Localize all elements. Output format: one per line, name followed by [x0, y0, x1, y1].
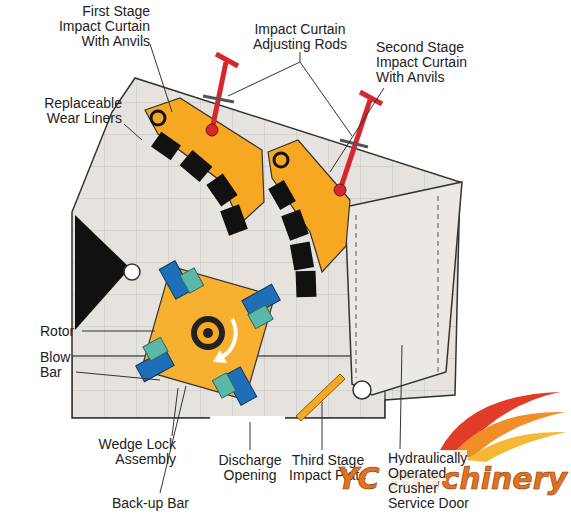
- anvil: [206, 174, 237, 207]
- leader-lines: [76, 44, 402, 493]
- leader-line: [172, 388, 178, 436]
- label-text: First Stage Impact Curtain With Anvils: [59, 3, 150, 49]
- rotor: [128, 253, 287, 412]
- leader-line: [150, 44, 172, 112]
- rod: [340, 100, 370, 190]
- label-text: Blow Bar: [40, 349, 70, 380]
- part-label: First Stage Impact Curtain With Anvils: [50, 4, 150, 49]
- watermark-text: YC machinery: [337, 461, 567, 496]
- part-label: Impact Curtain Adjusting Rods: [240, 22, 360, 52]
- leader-line: [228, 52, 300, 96]
- rod-bracket: [340, 140, 368, 147]
- rotor-shaft: [203, 328, 213, 338]
- logo-swoosh: [466, 432, 566, 462]
- leader-line: [300, 62, 352, 136]
- wedge: [248, 305, 273, 329]
- blow-bar-set: [128, 253, 287, 412]
- label-text: Second Stage Impact Curtain With Anvils: [376, 39, 467, 85]
- anvil: [180, 150, 213, 182]
- rotor-hub: [197, 322, 219, 344]
- service-door: [345, 182, 462, 399]
- discharge-gap: [210, 416, 285, 420]
- wedge: [180, 268, 204, 293]
- part-label: Discharge Opening: [206, 453, 294, 483]
- part-label: Rotor: [40, 324, 100, 339]
- rotation-arrowhead: [213, 350, 227, 363]
- anvil: [268, 180, 296, 210]
- anvil: [220, 204, 248, 235]
- rotor-hub: [191, 316, 225, 350]
- rod-handle: [360, 92, 382, 104]
- leader-line: [250, 422, 251, 450]
- label-text: Rotor: [40, 323, 74, 339]
- rotor-body: [141, 266, 275, 400]
- anvil: [296, 271, 317, 298]
- door-hidden-edge: [356, 196, 438, 378]
- rod-joint: [334, 184, 346, 196]
- part-label: Second Stage Impact Curtain With Anvils: [376, 40, 486, 85]
- part-label: Replaceable Wear Liners: [30, 96, 122, 126]
- rod-handle: [216, 54, 238, 66]
- part-label: Blow Bar: [40, 350, 80, 380]
- curtain-pivot: [151, 111, 165, 125]
- part-label: Wedge Lock Assembly: [84, 437, 176, 467]
- label-text: Discharge Opening: [218, 452, 281, 483]
- second-stage-curtain: [268, 140, 350, 297]
- rod: [212, 62, 226, 130]
- door-panel: [345, 182, 462, 395]
- anvil: [281, 209, 309, 240]
- wear-liner: [75, 215, 130, 330]
- leader-line: [330, 88, 384, 172]
- rod-joint: [206, 124, 218, 136]
- label-text: Hydraulically Operated Crusher Service D…: [388, 450, 469, 511]
- wedge: [212, 373, 236, 398]
- anvil: [151, 132, 181, 161]
- label-text: Back-up Bar: [112, 495, 189, 511]
- wedge: [143, 337, 168, 361]
- label-text: Replaceable Wear Liners: [44, 95, 122, 126]
- leader-line: [76, 372, 160, 380]
- leader-line: [82, 331, 155, 332]
- leader-line: [322, 402, 323, 450]
- label-text: Wedge Lock Assembly: [98, 436, 176, 467]
- adjusting-rods: [203, 54, 382, 196]
- leader-line: [124, 124, 142, 140]
- impact-plate: [296, 374, 345, 421]
- rod-bracket: [203, 96, 234, 102]
- first-stage-curtain: [145, 98, 264, 236]
- part-label: Back-up Bar: [112, 496, 222, 511]
- curtain-body: [145, 98, 264, 224]
- curtain-pivot: [274, 153, 288, 167]
- pivot-pin: [124, 264, 140, 280]
- part-label: Hydraulically Operated Crusher Service D…: [388, 451, 484, 511]
- label-text: Impact Curtain Adjusting Rods: [253, 21, 347, 52]
- door-hinge: [353, 381, 371, 399]
- watermark: YC machinery: [337, 462, 567, 496]
- anvil: [290, 241, 314, 270]
- leader-line: [400, 345, 402, 449]
